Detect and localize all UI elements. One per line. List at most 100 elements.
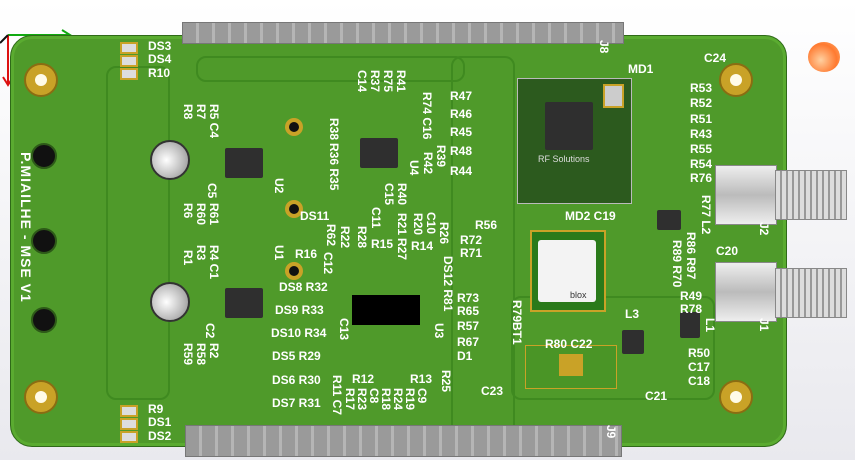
silk-label: DS3 xyxy=(148,39,172,53)
silk-label: R59 xyxy=(181,343,195,366)
silk-label: R10 xyxy=(148,66,171,80)
silk-label: DS6 R30 xyxy=(272,373,321,387)
silk-label: DS9 R33 xyxy=(275,303,324,317)
silk-label: R14 xyxy=(411,239,434,253)
silk-label: R22 xyxy=(338,226,352,249)
battery-holder xyxy=(525,345,617,389)
silk-label: R79BT1 xyxy=(510,300,524,345)
led xyxy=(120,431,138,443)
silk-label: DS1 xyxy=(148,415,172,429)
silk-label: C11 xyxy=(369,207,383,229)
silk-label: C10 xyxy=(424,212,438,235)
silk-label: DS7 R31 xyxy=(272,396,321,410)
silk-label: R2 xyxy=(207,343,221,359)
led xyxy=(120,42,138,54)
silk-label: DS5 R29 xyxy=(272,349,321,363)
silk-label: R42 xyxy=(421,152,435,175)
silk-label: R65 xyxy=(457,304,480,318)
silk-label: R16 xyxy=(295,247,318,261)
silk-label: R54 xyxy=(690,157,713,171)
silk-label: DS4 xyxy=(148,52,172,66)
silk-label: R7 xyxy=(194,104,208,120)
silk-label: C9 xyxy=(415,388,429,404)
silk-label: R50 xyxy=(688,346,711,360)
via xyxy=(285,262,303,280)
silk-label: R43 xyxy=(690,127,713,141)
silk-label: R47 xyxy=(450,89,473,103)
inductor-l2 xyxy=(657,210,681,230)
silk-label: R78 xyxy=(680,302,703,316)
silk-label: J1 xyxy=(757,318,771,332)
silk-label: R75 xyxy=(381,70,395,93)
silk-label: MD2 C19 xyxy=(565,209,616,223)
module-brand-label: RF Solutions xyxy=(538,154,590,164)
silk-label: DS8 R32 xyxy=(279,280,328,294)
gps-module-md2: blox xyxy=(530,230,606,312)
silk-label: R77 L2 xyxy=(699,195,713,235)
silk-label: R8 xyxy=(181,104,195,120)
silk-label: R15 xyxy=(371,237,394,251)
silk-label: R58 xyxy=(194,343,208,366)
silk-label: R71 xyxy=(460,246,483,260)
author-silkscreen: P.MIAILHE - MSE V1 xyxy=(18,152,34,303)
silk-label: C17 xyxy=(688,360,711,374)
mounting-hole xyxy=(24,63,58,97)
silk-label: U2 xyxy=(272,178,286,194)
silk-label: R49 xyxy=(680,289,703,303)
silk-label: C15 xyxy=(382,183,396,206)
silk-label: R5 C4 xyxy=(207,104,221,139)
silk-label: R56 xyxy=(475,218,498,232)
silk-label: C18 xyxy=(688,374,711,388)
silk-label: R12 xyxy=(352,372,375,386)
through-hole xyxy=(31,228,57,254)
silk-label: U3 xyxy=(432,323,446,339)
sma-connector-j1 xyxy=(715,262,777,322)
silk-label: R9 xyxy=(148,402,164,416)
silk-label: R41 xyxy=(394,70,408,93)
silk-label: C13 xyxy=(337,318,351,341)
silk-label: R11 C7 xyxy=(330,375,344,416)
silk-label: R38 xyxy=(327,118,341,141)
silk-label: MD1 xyxy=(628,62,654,76)
silk-label: R60 xyxy=(194,203,208,226)
silk-label: U1 xyxy=(272,245,286,261)
silk-label: C20 xyxy=(716,244,739,258)
silk-label: R86 R97 xyxy=(684,232,698,280)
silk-label: DS2 xyxy=(148,429,172,443)
led xyxy=(120,418,138,430)
silk-label: C23 xyxy=(481,384,504,398)
silk-label: DS10 R34 xyxy=(271,326,327,340)
inductor-l1 xyxy=(680,312,700,338)
silk-label: C14 xyxy=(355,70,369,93)
silk-label: D1 xyxy=(457,349,473,363)
silk-label: R62 xyxy=(324,224,338,247)
ic-u1 xyxy=(225,288,263,318)
silk-label: R55 xyxy=(690,142,713,156)
sma-connector-j2 xyxy=(715,165,777,225)
silk-label: R36 R35 xyxy=(327,143,341,191)
silk-label: J9 xyxy=(604,425,618,439)
mounting-hole xyxy=(719,380,753,414)
silk-label: L1 xyxy=(703,318,717,333)
silk-label: R25 xyxy=(439,370,453,393)
silk-label: R26 xyxy=(437,222,451,245)
silk-label: J2 xyxy=(757,222,771,236)
light-source-icon xyxy=(808,42,840,72)
silk-label: R39 xyxy=(434,145,448,168)
header-j9 xyxy=(185,425,622,457)
sma-thread xyxy=(775,170,847,220)
silk-label: R72 xyxy=(460,233,483,247)
silk-label: R44 xyxy=(450,164,473,178)
silk-label: J8 xyxy=(597,40,611,54)
silk-label: C2 xyxy=(203,323,217,339)
silk-label: R28 xyxy=(355,226,369,249)
silk-label: C21 xyxy=(645,389,668,403)
silk-label: R52 xyxy=(690,96,713,110)
rf-module-md1: RF Solutions xyxy=(517,78,632,204)
silk-label: C24 xyxy=(704,51,727,65)
electrolytic-capacitor xyxy=(150,282,190,322)
module2-brand-label: blox xyxy=(570,290,587,300)
silk-label: U4 xyxy=(407,160,421,176)
silk-label: R61 xyxy=(207,203,221,226)
silk-label: R51 xyxy=(690,112,713,126)
